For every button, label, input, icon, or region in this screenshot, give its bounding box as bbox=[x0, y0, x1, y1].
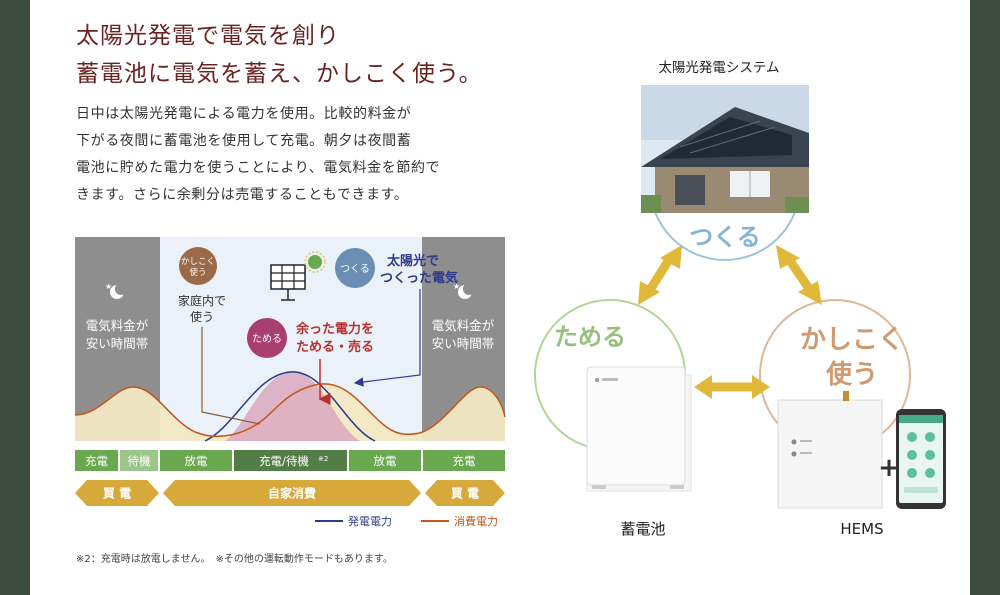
badge-tsukuru bbox=[335, 248, 375, 288]
mode-charge-standby-label: 充電/待機 bbox=[259, 454, 309, 468]
mode-charge-left bbox=[75, 450, 118, 471]
mode-standby bbox=[120, 450, 158, 471]
hems-unit bbox=[777, 391, 883, 509]
footnote: ※2：充電時は放電しません。 ※その他の運転動作モードもあります。 bbox=[76, 554, 393, 565]
description-line-3: 電池に貯めた電力を使うことにより、電気料金を節約で bbox=[76, 160, 441, 176]
cycle-label-kashikoku-line-1: かしこく bbox=[800, 325, 904, 355]
badge-tsukuru-text: つくる bbox=[340, 263, 370, 275]
badge-kashikoku-line-2: 使う bbox=[189, 267, 206, 278]
generation-curve bbox=[204, 371, 376, 442]
label-home-use-line-1: 家庭内で bbox=[178, 293, 226, 308]
consumption-curve bbox=[75, 383, 506, 438]
legend-generation-label: 発電電力 bbox=[348, 514, 392, 528]
label-surplus-line-1: 余った電力を bbox=[295, 321, 374, 337]
label-solar-line-1: 太陽光で bbox=[386, 253, 439, 269]
heading-line-2: 蓄電池に電気を蓄え、かしこく使う。 bbox=[76, 61, 483, 87]
svg-text:★: ★ bbox=[105, 282, 112, 291]
svg-text:★: ★ bbox=[453, 282, 460, 291]
badge-kashikoku-line-1: かしこく bbox=[181, 257, 215, 267]
label-surplus-line-2: ためる・売る bbox=[296, 339, 374, 355]
arrow-buy-left-label: 買 電 bbox=[103, 487, 131, 501]
cycle-arrow-tsukuru-kashikoku bbox=[776, 245, 822, 305]
mode-charge-left-label: 充電 bbox=[85, 454, 108, 468]
smartphone-icon bbox=[896, 409, 946, 509]
description-line-4: きます。さらに余剰分は売電することもできます。 bbox=[76, 187, 409, 203]
home-use-arrow bbox=[201, 327, 261, 425]
cycle-arrow-tameru-kashikoku bbox=[694, 375, 770, 399]
heading-line-1: 太陽光発電で電気を創り bbox=[76, 23, 340, 49]
cycle-label-kashikoku-line-2: 使う bbox=[825, 360, 878, 390]
description-line-1: 日中は太陽光発電による電力を使用。比較的料金が bbox=[76, 106, 412, 122]
night-left-line-2: 安い時間帯 bbox=[86, 336, 149, 351]
solar-panel-icon bbox=[270, 264, 306, 301]
mode-charge-right bbox=[423, 450, 505, 471]
mode-discharge-left bbox=[160, 450, 232, 471]
arrow-self-consumption-label: 自家消費 bbox=[268, 486, 316, 501]
moon-icon-right: ★ bbox=[453, 282, 475, 299]
mode-charge-right-label: 充電 bbox=[453, 454, 476, 468]
mode-discharge-right-label: 放電 bbox=[374, 454, 397, 468]
mode-footnote-mark: ※2 bbox=[318, 455, 328, 463]
arrow-buy-right-label: 買 電 bbox=[451, 487, 479, 501]
night-right-line-2: 安い時間帯 bbox=[432, 336, 495, 351]
arrow-buy-right bbox=[425, 480, 505, 506]
label-solar-line-2: つくった電気 bbox=[380, 270, 458, 286]
badge-kashikoku bbox=[179, 247, 217, 285]
label-home-use-line-2: 使う bbox=[190, 309, 214, 324]
solar-arrow bbox=[353, 289, 421, 387]
mode-discharge-left-label: 放電 bbox=[185, 454, 208, 468]
cycle-label-tameru: ためる bbox=[554, 323, 626, 351]
night-right-line-1: 電気料金が bbox=[432, 318, 495, 333]
badge-tameru-text: ためる bbox=[252, 333, 282, 345]
solar-system-label: 太陽光発電システム bbox=[658, 60, 779, 76]
energy-cycle-diagram: 太陽光発電システム つくる ためる かしこく 使う bbox=[534, 60, 946, 538]
mode-charge-standby bbox=[234, 450, 347, 471]
badge-tameru bbox=[247, 318, 287, 358]
energy-timeline-diagram: ★ ★ 電気料金が 安い時間帯 電気料金が 安い時間帯 かしこく 使う bbox=[75, 237, 506, 528]
sun-icon bbox=[304, 251, 326, 273]
cycle-label-tsukuru: つくる bbox=[689, 223, 761, 251]
battery-label: 蓄電池 bbox=[620, 520, 665, 538]
plus-icon: + bbox=[878, 453, 900, 483]
page: 太陽光発電で電気を創り 蓄電池に電気を蓄え、かしこく使う。 日中は太陽光発電によ… bbox=[30, 0, 970, 595]
mode-standby-label: 待機 bbox=[128, 454, 151, 468]
mode-discharge-right bbox=[349, 450, 421, 471]
arrow-self-consumption bbox=[163, 480, 421, 506]
moon-icon-left: ★ bbox=[105, 282, 127, 299]
night-left-line-1: 電気料金が bbox=[86, 318, 149, 333]
cycle-arrow-tsukuru-tameru bbox=[638, 245, 682, 305]
description-line-2: 下がる夜間に蓄電池を使用して充電。朝夕は夜間蓄 bbox=[76, 133, 412, 149]
legend-consumption-label: 消費電力 bbox=[454, 514, 498, 528]
battery-unit bbox=[586, 366, 692, 492]
house-photo bbox=[641, 85, 809, 213]
arrow-buy-left bbox=[75, 480, 159, 506]
hems-label: HEMS bbox=[840, 520, 883, 538]
